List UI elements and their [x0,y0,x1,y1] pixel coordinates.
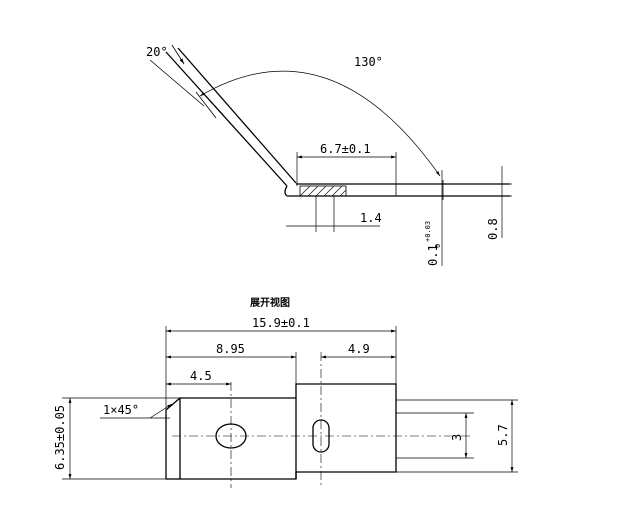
tab-label: 5.7 [496,424,510,446]
step-tol-upper: +0.03 [424,221,432,242]
thickness-label: 0.8 [486,218,500,240]
tip-angle-label: 20° [146,45,168,59]
flat-view-title: 展开视图 [250,296,290,309]
tip-angle-arrow [171,44,185,65]
bend-angle-label: 130° [354,55,383,69]
flat-view: 展开视图 15.9±0.1 8.95 4.9 4.5 [53,296,518,488]
hatch-zone [299,185,347,197]
hatch-label: 1.4 [360,211,382,225]
side-view: 20° 130° 6.7±0.1 1.4 0.8 0.1 +0.03 0 [146,44,512,266]
chamfer-leader-arrow [149,403,173,419]
length-label: 6.7±0.1 [320,142,371,156]
chamfer-line [165,397,181,411]
total-label: 15.9±0.1 [252,316,310,330]
slot-label: 3 [450,434,464,441]
chamfer-label: 1×45° [103,403,139,417]
blank-outline [179,383,397,480]
step-tol-lower: 0 [434,244,442,248]
tab-inner-edge [177,47,297,184]
width-label: 6.35±0.05 [53,405,67,470]
b-label: 4.9 [348,342,370,356]
tip-angle-line [149,59,205,107]
step-label: 0.1 [426,244,440,266]
tab-fold-line-2 [205,95,225,117]
bend-angle-arc [199,70,441,177]
a-label: 8.95 [216,342,245,356]
bend-radius [284,185,288,197]
c-label: 4.5 [190,369,212,383]
